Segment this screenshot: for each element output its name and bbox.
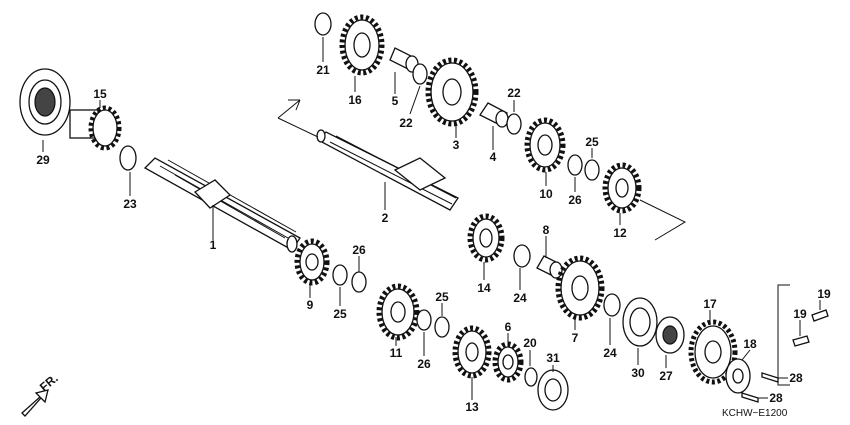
part-12-gear — [602, 162, 642, 214]
part-26b-clip — [351, 271, 367, 293]
part-27-oil-seal — [655, 316, 685, 354]
front-direction-label: FR. — [37, 371, 61, 394]
front-direction-arrow-icon — [21, 389, 49, 417]
callout-24a: 24 — [513, 291, 527, 305]
callout-26b: 26 — [352, 243, 366, 257]
callout-2: 2 — [382, 211, 389, 225]
part-25a-washer — [584, 159, 600, 181]
callout-19a: 19 — [817, 287, 831, 301]
callout-26c: 26 — [417, 357, 431, 371]
callout-5: 5 — [392, 94, 399, 108]
part-30-bearing — [622, 297, 658, 347]
callout-31: 31 — [546, 351, 560, 365]
part-29-bearing — [19, 68, 71, 136]
callout-17: 17 — [703, 297, 717, 311]
part-6-gear — [492, 341, 524, 383]
part-25b-washer — [332, 264, 348, 286]
callout-3: 3 — [453, 138, 460, 152]
part-14-gear — [467, 213, 505, 263]
callout-30: 30 — [631, 366, 645, 380]
callout-7: 7 — [572, 331, 579, 345]
part-17-sprocket — [688, 319, 738, 385]
callout-16: 16 — [348, 93, 362, 107]
callout-29: 29 — [36, 153, 50, 167]
part-26a-clip — [567, 154, 583, 176]
callout-20: 20 — [523, 336, 537, 350]
callout-18: 18 — [743, 337, 757, 351]
part-23-washer — [119, 145, 137, 171]
part-26c-clip — [416, 309, 432, 331]
part-21-washer — [314, 12, 332, 36]
callout-26a: 26 — [568, 193, 582, 207]
part-4-bushing — [479, 102, 509, 128]
callout-labels: 1 2 3 4 5 6 7 8 9 10 11 12 13 14 15 16 1… — [36, 63, 831, 414]
callout-4: 4 — [490, 150, 497, 164]
part-7-gear — [555, 255, 605, 321]
part-9-gear — [294, 238, 330, 286]
part-3-gear — [425, 57, 479, 127]
part-10-gear — [524, 117, 566, 173]
part-20-washer — [524, 367, 538, 387]
callout-15: 15 — [93, 87, 107, 101]
callout-19b: 19 — [793, 307, 807, 321]
part-8-bushing — [536, 255, 563, 279]
callout-23: 23 — [123, 197, 137, 211]
callout-27: 27 — [659, 369, 673, 383]
callout-6: 6 — [505, 320, 512, 334]
part-16-gear — [339, 14, 385, 76]
callout-21: 21 — [316, 63, 330, 77]
callout-28b: 28 — [769, 391, 783, 405]
part-18-fixing-plate — [725, 358, 751, 394]
part-22a-washer — [412, 63, 428, 85]
part-24b-washer — [603, 293, 621, 317]
part-25c-washer — [434, 316, 450, 338]
callout-9: 9 — [307, 298, 314, 312]
part-22b-washer — [506, 113, 522, 135]
callout-25b: 25 — [333, 307, 347, 321]
callout-13: 13 — [465, 400, 479, 414]
mainshaft — [143, 157, 301, 253]
callout-24b: 24 — [603, 346, 617, 360]
callout-14: 14 — [477, 281, 491, 295]
callout-11: 11 — [390, 346, 403, 360]
callout-1: 1 — [210, 238, 217, 252]
callout-12: 12 — [613, 226, 627, 240]
callout-28a: 28 — [789, 371, 803, 385]
diagram-code: KCHW−E1200 — [722, 408, 788, 419]
callout-22b: 22 — [507, 86, 521, 100]
part-11-gear — [376, 283, 420, 341]
guide-lines — [277, 99, 687, 241]
part-31-bearing — [537, 369, 569, 411]
countershaft — [316, 129, 459, 211]
callout-10: 10 — [539, 187, 553, 201]
callout-8: 8 — [543, 223, 550, 237]
callout-25c: 25 — [435, 290, 449, 304]
callout-25a: 25 — [585, 135, 599, 149]
part-24a-washer — [513, 244, 531, 268]
callout-22a: 22 — [399, 116, 413, 130]
leader-lines — [42, 37, 821, 400]
part-15-gear — [69, 105, 122, 151]
inset-box — [777, 284, 829, 386]
part-13-gear — [452, 325, 492, 379]
